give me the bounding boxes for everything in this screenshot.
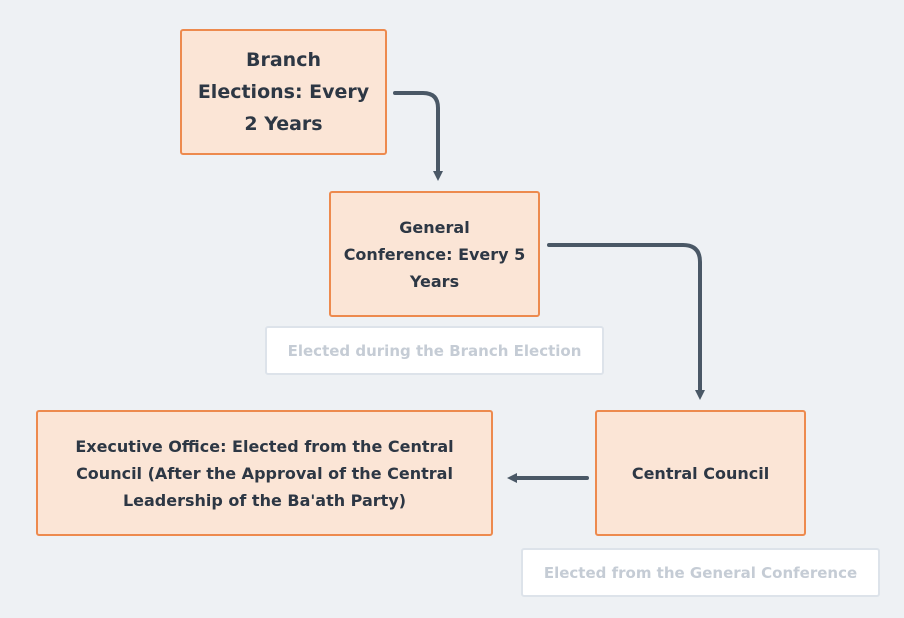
node-central-council: Central Council — [595, 410, 806, 536]
node-branch-elections-label: Branch Elections: Every 2 Years — [197, 49, 370, 135]
arrow-general-to-central — [547, 243, 705, 400]
node-branch-elections: Branch Elections: Every 2 Years — [180, 29, 387, 155]
node-executive-office-label: Executive Office: Elected from the Centr… — [75, 436, 454, 510]
arrow-branch-to-general — [393, 91, 443, 181]
note-elected-general-label: Elected from the General Conference — [543, 563, 858, 582]
note-elected-branch: Elected during the Branch Election — [265, 326, 604, 375]
note-elected-branch-label: Elected during the Branch Election — [287, 341, 582, 360]
note-elected-general: Elected from the General Conference — [521, 548, 880, 597]
node-general-conference-label: General Conference: Every 5 Years — [343, 217, 526, 291]
node-executive-office: Executive Office: Elected from the Centr… — [36, 410, 493, 536]
node-general-conference: General Conference: Every 5 Years — [329, 191, 540, 317]
node-central-council-label: Central Council — [631, 463, 770, 483]
